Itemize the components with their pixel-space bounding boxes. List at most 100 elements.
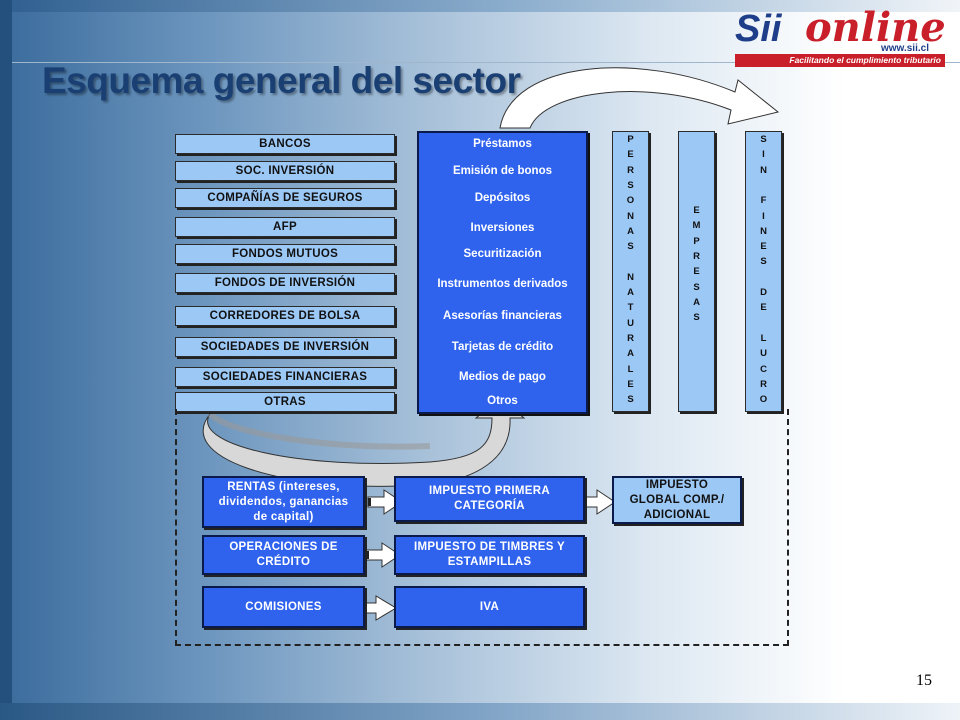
empresas-letter: S	[693, 281, 700, 293]
personas-letter: S	[627, 241, 634, 253]
entity-sociedades-inversion: SOCIEDADES DE INVERSIÓN	[175, 337, 395, 357]
logo-sii-text: Sii	[735, 8, 782, 50]
product-asesorias: Asesorías financieras	[443, 310, 562, 322]
box-impuesto-timbres: IMPUESTO DE TIMBRES Y ESTAMPILLAS	[394, 535, 585, 575]
box-operaciones-credito: OPERACIONES DE CRÉDITO	[202, 535, 365, 575]
box-iva: IVA	[394, 586, 585, 628]
entity-bancos: BANCOS	[175, 134, 395, 154]
personas-letter: E	[627, 378, 634, 390]
empresas-letter: E	[693, 205, 700, 216]
arrow-operaciones-timbres	[365, 542, 401, 568]
sin_fines-letter: L	[760, 332, 767, 344]
product-emision-bonos: Emisión de bonos	[452, 165, 553, 177]
timbres-line-2: ESTAMPILLAS	[447, 556, 532, 568]
sin_fines-letter: S	[760, 256, 767, 268]
entity-sociedades-financieras: SOCIEDADES FINANCIERAS	[175, 367, 395, 387]
sin_fines-letter: I	[762, 210, 765, 222]
page-number: 15	[916, 672, 932, 689]
entity-fondos-mutuos: FONDOS MUTUOS	[175, 244, 395, 264]
sin_fines-letter: I	[762, 149, 765, 161]
entity-afp: AFP	[175, 217, 395, 237]
product-prestamos: Préstamos	[473, 138, 532, 150]
empresas-letter: E	[693, 266, 700, 278]
sin_fines-letter: N	[760, 164, 767, 176]
products-box	[417, 131, 588, 414]
product-medios-pago: Medios de pago	[459, 371, 546, 383]
sin_fines-letter: C	[760, 363, 767, 375]
top-frame	[0, 0, 960, 12]
product-securitizacion: Securitización	[463, 248, 542, 260]
operaciones-line-2: CRÉDITO	[256, 556, 311, 568]
product-otros: Otros	[487, 395, 518, 407]
sin_fines-letter: E	[760, 241, 767, 253]
personas-letter: A	[627, 225, 634, 237]
sin_fines-letter: D	[760, 287, 767, 298]
product-tarjetas: Tarjetas de crédito	[451, 341, 554, 353]
global-line-2: GLOBAL COMP./	[629, 493, 725, 506]
empresas-letter: M	[692, 220, 701, 232]
entity-soc-inversion: SOC. INVERSIÓN	[175, 161, 395, 181]
personas-letter: U	[627, 317, 634, 329]
personas-letter: S	[627, 179, 634, 191]
sin_fines-letter: N	[760, 225, 767, 237]
sii-online-logo: Sii online www.sii.cl Facilitando el cum…	[735, 4, 950, 67]
product-inversiones: Inversiones	[470, 222, 535, 234]
empresas-letter: P	[693, 235, 700, 247]
page-title: Esquema general del sector	[42, 60, 521, 101]
header-rule	[12, 62, 960, 63]
tax-section-border	[175, 409, 789, 646]
logo-url: www.sii.cl	[881, 43, 929, 54]
personas-letter: N	[627, 210, 634, 222]
product-depositos: Depósitos	[474, 192, 531, 204]
box-rentas: RENTAS (intereses, dividendos, ganancias…	[202, 476, 365, 528]
personas-letter: A	[627, 287, 634, 298]
primera-line-1: IMPUESTO PRIMERA	[429, 485, 550, 497]
entity-companias-seguros: COMPAÑÍAS DE SEGUROS	[175, 188, 395, 208]
comisiones-label: COMISIONES	[245, 600, 322, 613]
sin_fines-letter: O	[759, 394, 768, 406]
entity-otras: OTRAS	[175, 392, 395, 412]
logo-tagline: Facilitando el cumplimiento tributario	[735, 54, 945, 67]
sin_fines-letter: U	[760, 348, 767, 360]
primera-line-2: CATEGORÍA	[454, 500, 525, 512]
personas-letter: E	[627, 149, 634, 161]
personas-letter: S	[627, 394, 634, 406]
global-line-1: IMPUESTO	[645, 478, 709, 491]
box-impuesto-primera-categoria: IMPUESTO PRIMERA CATEGORÍA	[394, 476, 585, 522]
box-impuesto-global: IMPUESTO GLOBAL COMP./ ADICIONAL	[612, 476, 742, 524]
empresas-letter: R	[693, 250, 700, 262]
personas-letter: O	[626, 195, 635, 207]
empresas-letter: A	[693, 296, 700, 308]
personas-letter: P	[627, 134, 634, 145]
timbres-line-1: IMPUESTO DE TIMBRES Y	[414, 541, 565, 553]
logo-online-text: online	[805, 4, 946, 51]
personas-letter: T	[627, 302, 634, 314]
rentas-line-1: RENTAS (intereses,	[227, 480, 340, 493]
sin_fines-letter: F	[760, 195, 767, 207]
sin_fines-letter: S	[760, 134, 767, 145]
entity-fondos-inversion: FONDOS DE INVERSIÓN	[175, 273, 395, 293]
empresas-letter: S	[693, 312, 700, 324]
entity-corredores-bolsa: CORREDORES DE BOLSA	[175, 306, 395, 326]
rentas-line-2: dividendos, ganancias	[218, 495, 349, 508]
rentas-line-3: de capital)	[253, 510, 314, 523]
personas-letter: N	[627, 271, 634, 283]
personas-letter: R	[627, 332, 634, 344]
sin_fines-letter: E	[760, 302, 767, 314]
bottom-frame	[0, 703, 960, 720]
box-comisiones: COMISIONES	[202, 586, 365, 628]
left-frame	[0, 0, 12, 720]
personas-letter: R	[627, 164, 634, 176]
arrow-rentas-primera	[367, 489, 403, 515]
product-derivados: Instrumentos derivados	[437, 278, 568, 290]
sin_fines-letter: R	[760, 378, 767, 390]
operaciones-line-1: OPERACIONES DE	[229, 541, 338, 553]
personas-letter: A	[627, 348, 634, 360]
top-curved-arrow	[499, 67, 780, 129]
global-line-3: ADICIONAL	[643, 508, 711, 521]
personas-letter: L	[627, 363, 634, 375]
iva-label: IVA	[479, 600, 500, 613]
